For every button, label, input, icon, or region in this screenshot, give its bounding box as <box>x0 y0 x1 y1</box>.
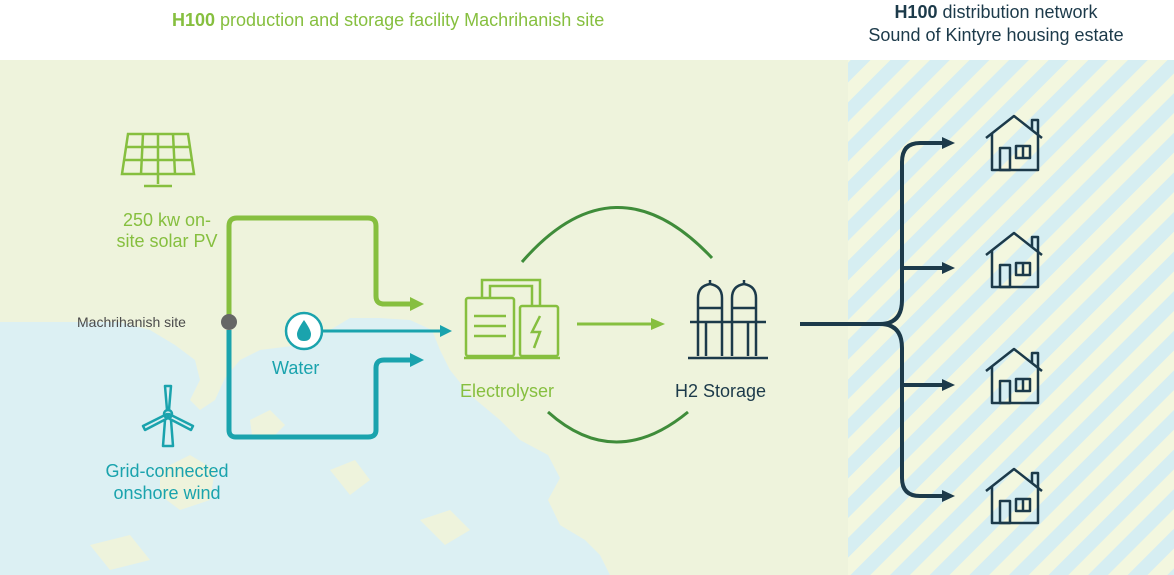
water-label: Water <box>272 358 320 378</box>
solar-panel-icon <box>120 132 196 188</box>
distribution-title-bold: H100 <box>894 2 938 22</box>
island <box>330 460 370 495</box>
distribution-title-line2: Sound of Kintyre housing estate <box>868 25 1124 45</box>
top-cycle-arc <box>520 206 714 263</box>
island <box>250 410 285 440</box>
site-label: Machrihanish site <box>77 314 186 330</box>
house-icon <box>985 231 1043 289</box>
wind-label: Grid-connected onshore wind <box>105 461 229 503</box>
house-icon <box>985 347 1043 405</box>
electrolyser-icon <box>464 278 560 360</box>
production-title-rest: production and storage facility Machriha… <box>215 10 605 30</box>
bottom-cycle-arc <box>546 410 689 444</box>
distribution-title-line1: H100 distribution network <box>846 1 1146 24</box>
house-arrowhead <box>942 137 955 149</box>
island <box>160 455 215 510</box>
distribution-title: H100 distribution network Sound of Kinty… <box>846 1 1146 47</box>
water-flow-arrowhead <box>440 325 452 337</box>
solar-flow-line <box>226 215 412 316</box>
wind-flow-line <box>226 330 412 440</box>
electrolyser-storage-arrowhead <box>651 318 665 330</box>
electrolyser-label: Electrolyser <box>460 381 555 401</box>
distribution-brace <box>879 141 944 498</box>
island <box>90 535 150 570</box>
wind-flow-arrowhead <box>410 353 424 367</box>
storage-label: H2 Storage <box>675 381 767 401</box>
wind-turbine-icon <box>141 384 195 448</box>
storage-tanks-icon <box>688 280 768 360</box>
water-drop-icon <box>284 311 324 351</box>
house-arrowhead <box>942 262 955 274</box>
island <box>420 510 470 545</box>
site-marker <box>221 314 237 330</box>
house-icon <box>985 467 1043 525</box>
house-icon <box>985 114 1043 172</box>
house-arrowhead <box>942 490 955 502</box>
production-title-bold: H100 <box>172 10 216 30</box>
land-area <box>0 60 848 575</box>
distribution-title-rest: distribution network <box>937 2 1098 22</box>
solar-flow-arrowhead <box>410 297 424 311</box>
solar-label: 250 kw on-site solar PV <box>116 210 218 251</box>
production-title: H100 production and storage facility Mac… <box>172 10 604 31</box>
house-arrowhead <box>942 379 955 391</box>
